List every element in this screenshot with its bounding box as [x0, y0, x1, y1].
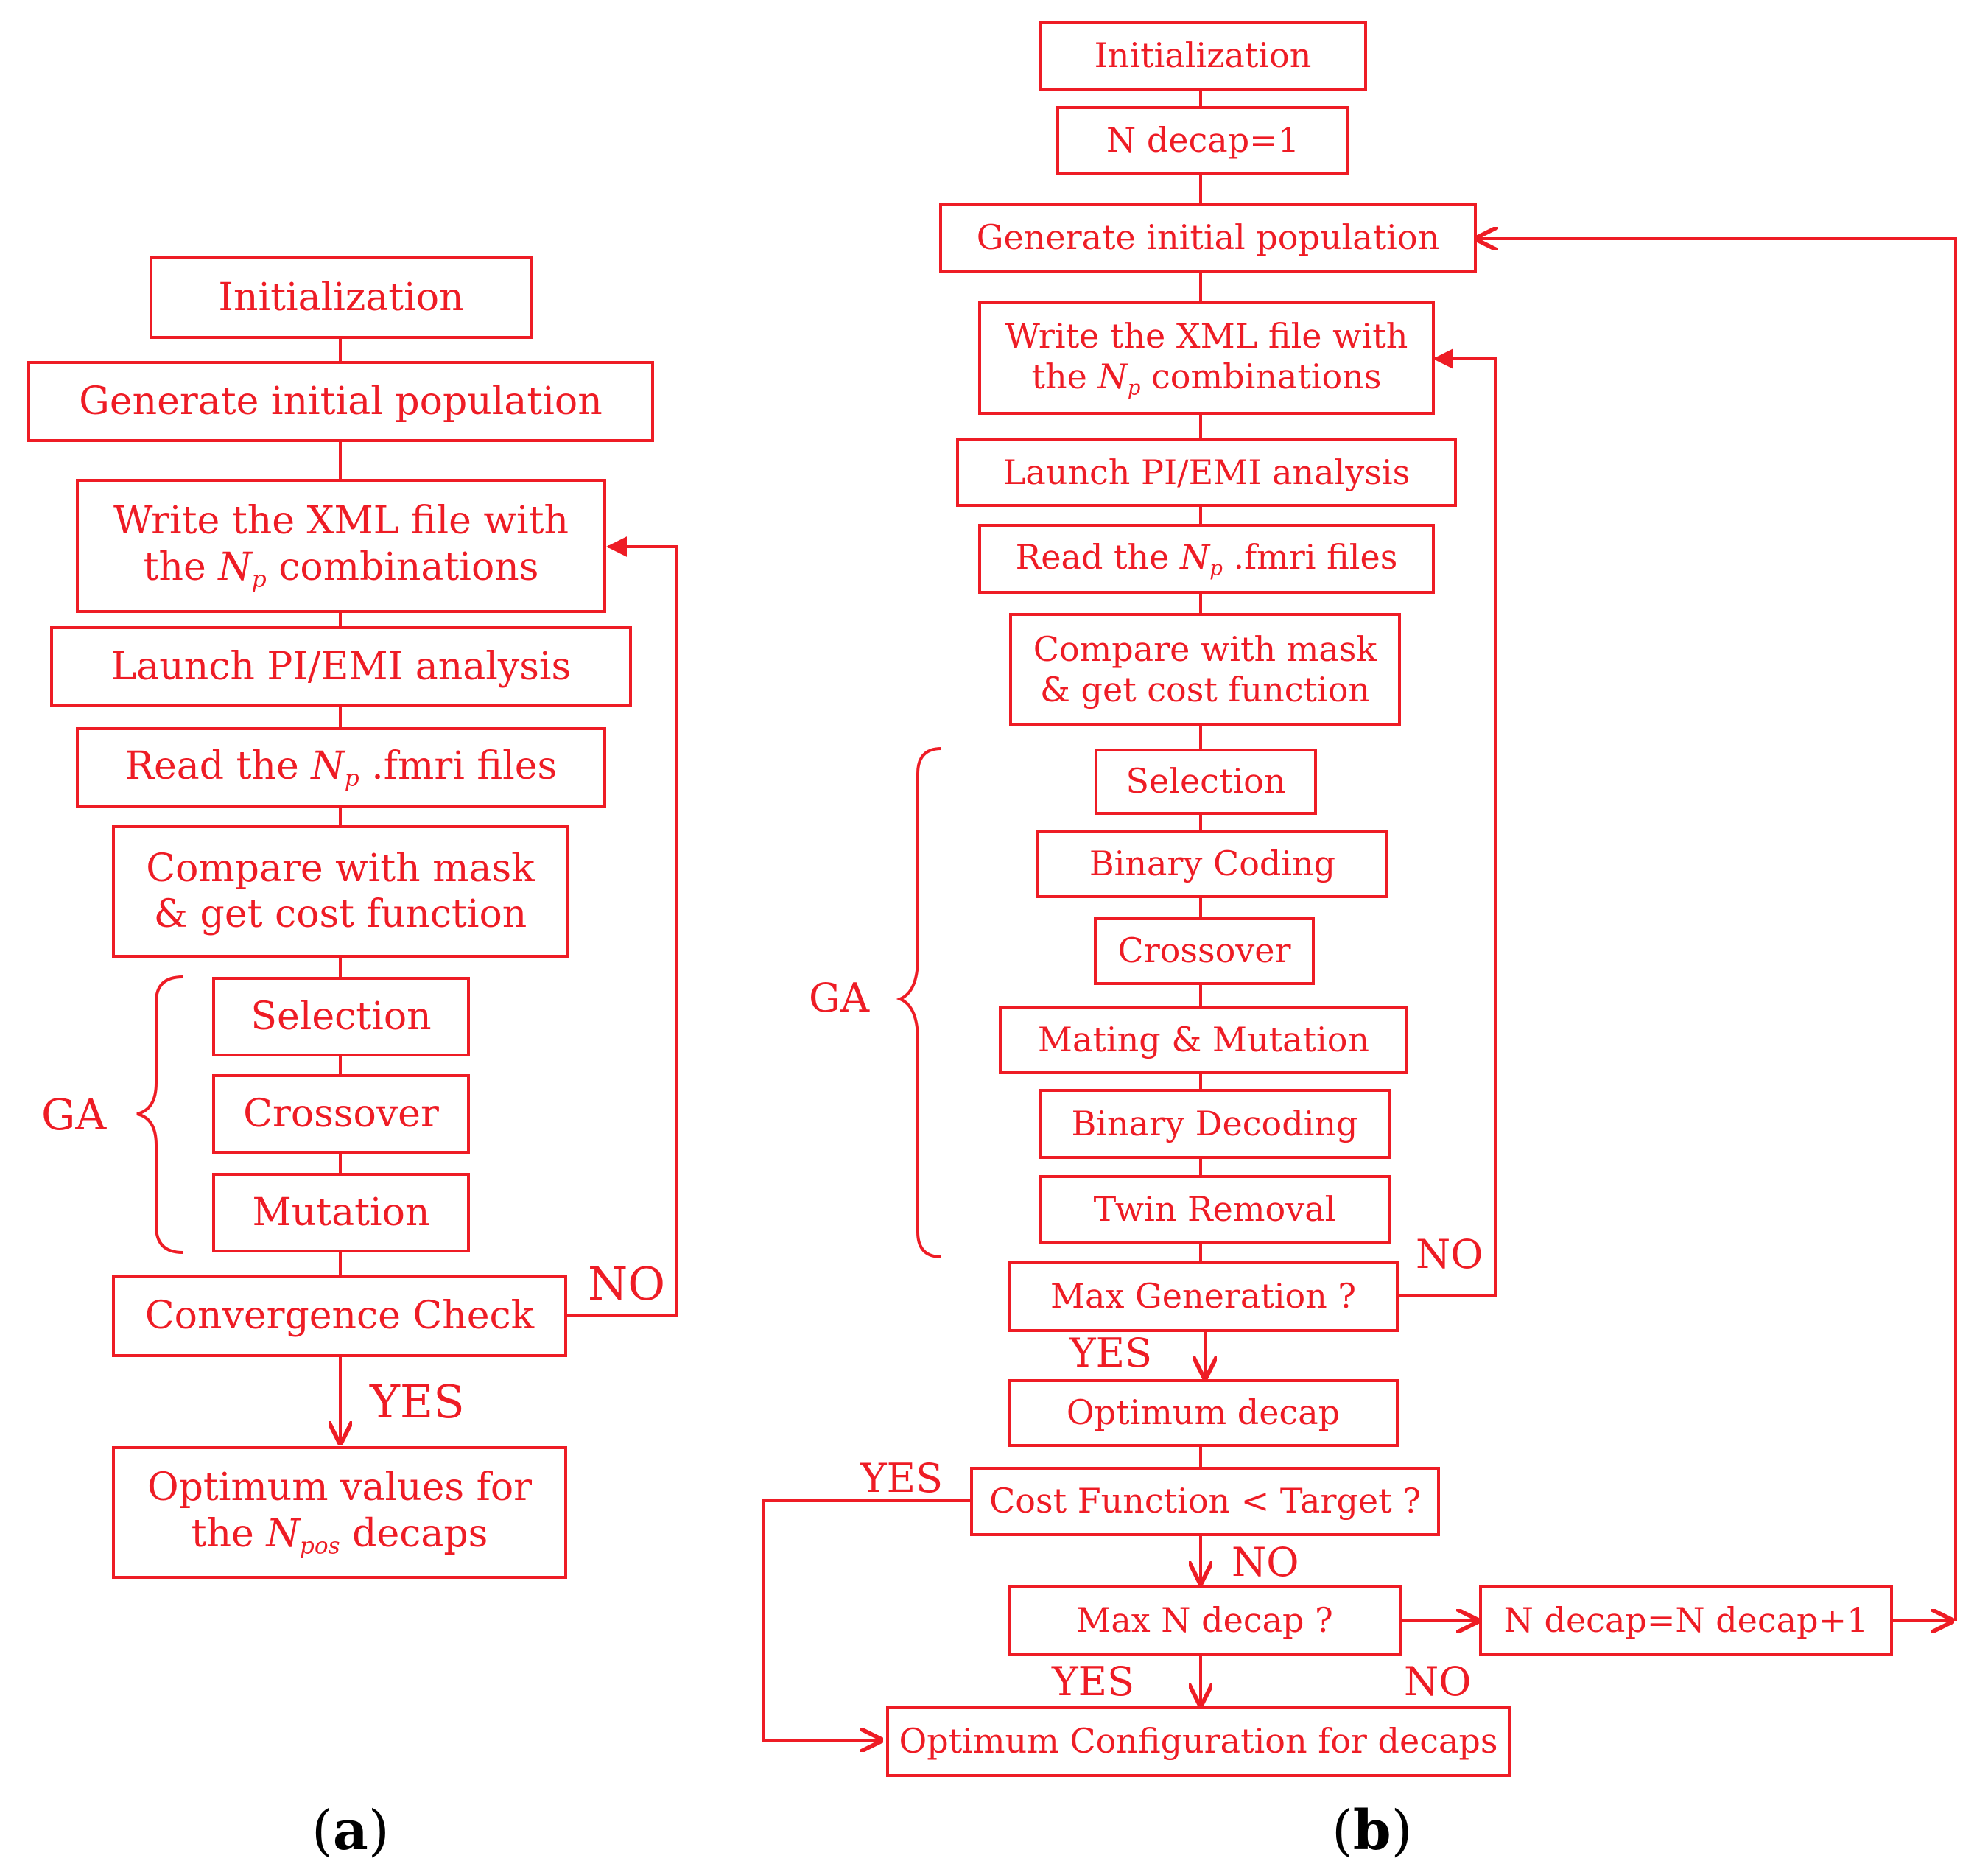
b-arrow-no-maxgen [1397, 348, 1497, 1297]
a-launch-analysis-box: Launch PI/EMI analysis [50, 626, 632, 707]
b-ga-brace [896, 747, 942, 1258]
a-write-xml-box: Write the XML file with the Np combinati… [76, 479, 606, 613]
b-write-xml-box: Write the XML file with the Np combinati… [978, 301, 1435, 415]
a-caption: (a) [312, 1799, 390, 1862]
a-mutation-box: Mutation [212, 1173, 470, 1252]
a-read-files-box: Read the Np .fmri files [76, 727, 606, 808]
a-arrow-no-loop [567, 536, 678, 1317]
b-launch-analysis-box: Launch PI/EMI analysis [956, 438, 1457, 507]
a-selection-box: Selection [212, 977, 470, 1056]
b-yes-maxn-label: YES [1052, 1658, 1135, 1705]
b-cost-target-box: Cost Function < Target ? [970, 1467, 1440, 1536]
a-yes-label: YES [370, 1375, 465, 1429]
b-ndecap-init-box: N decap=1 [1056, 106, 1349, 175]
b-optimum-config-box: Optimum Configuration for decaps [886, 1706, 1511, 1777]
a-generate-population-box: Generate initial population [27, 361, 654, 442]
b-optimum-decap-box: Optimum decap [1008, 1379, 1399, 1447]
b-no-maxn-label: NO [1404, 1658, 1472, 1705]
a-convergence-box: Convergence Check [112, 1275, 567, 1357]
b-compare-mask-box: Compare with mask & get cost function [1009, 613, 1401, 726]
b-yes-maxgen-label: YES [1069, 1330, 1153, 1376]
a-ga-label: GA [41, 1090, 107, 1140]
b-binary-decoding-box: Binary Decoding [1039, 1089, 1391, 1159]
a-compare-mask-box: Compare with mask & get cost function [112, 825, 569, 958]
b-no-maxgen-label: NO [1416, 1231, 1483, 1278]
a-initialization-box: Initialization [150, 256, 533, 339]
b-mating-mutation-box: Mating & Mutation [999, 1006, 1408, 1074]
b-generate-population-box: Generate initial population [939, 203, 1477, 273]
b-read-files-box: Read the Np .fmri files [978, 524, 1435, 594]
b-arrow-loop-genpop [1477, 239, 1957, 1621]
b-crossover-box: Crossover [1094, 917, 1315, 985]
b-yes-cost-label: YES [860, 1455, 944, 1501]
a-optimum-values-box: Optimum values for the Npos decaps [112, 1446, 567, 1579]
b-ga-label: GA [809, 975, 870, 1021]
b-max-ndecap-box: Max N decap ? [1008, 1585, 1402, 1656]
b-initialization-box: Initialization [1039, 21, 1367, 91]
b-selection-box: Selection [1095, 749, 1317, 815]
b-arrow-yes-cost [762, 1499, 970, 1740]
a-crossover-box: Crossover [212, 1074, 470, 1154]
b-no-cost-label: NO [1232, 1539, 1299, 1585]
b-caption: (b) [1332, 1799, 1413, 1862]
b-max-generation-box: Max Generation ? [1008, 1261, 1399, 1332]
a-no-label: NO [588, 1257, 666, 1311]
b-twin-removal-box: Twin Removal [1039, 1175, 1391, 1244]
b-binary-coding-box: Binary Coding [1036, 830, 1388, 898]
a-ga-brace [136, 975, 183, 1254]
b-ndecap-increment-box: N decap=N decap+1 [1479, 1585, 1893, 1656]
